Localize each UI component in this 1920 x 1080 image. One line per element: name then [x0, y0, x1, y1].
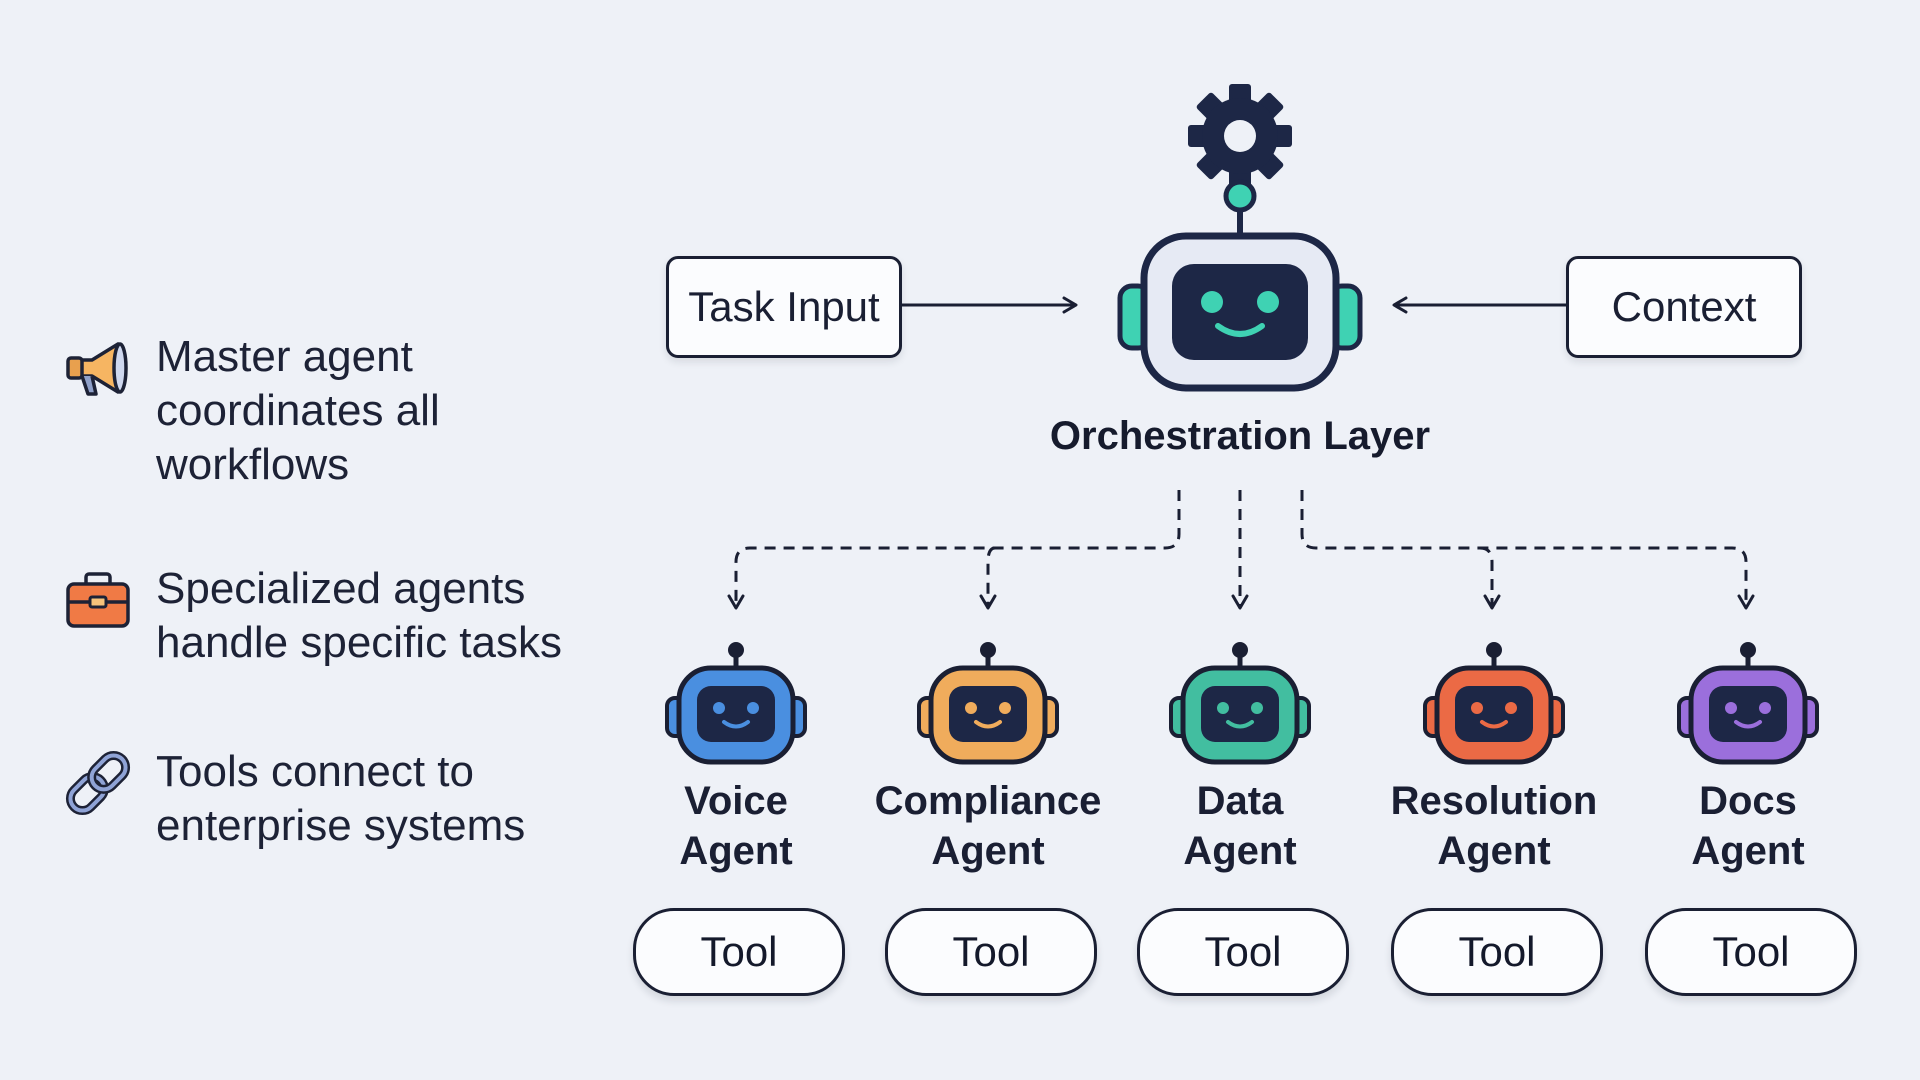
agent-data-line-2: Agent: [1183, 829, 1297, 873]
voice-agent-robot-icon: [665, 642, 807, 765]
legend-item-tools: Tools connect to enterprise systems: [62, 745, 525, 853]
tool-data-label: Tool: [1204, 928, 1282, 975]
tool-docs: Tool: [1645, 908, 1857, 996]
link-icon: [65, 750, 131, 816]
agent-docs: Docs Agent: [1618, 638, 1878, 876]
gear-icon: [1188, 84, 1292, 188]
orchestration-layer-title: Orchestration Layer: [1049, 414, 1431, 458]
agent-data-line-1: Data: [1196, 779, 1284, 823]
tool-compliance-label: Tool: [952, 928, 1030, 975]
task-input-box: Task Input: [666, 256, 902, 358]
agent-data: Data Agent: [1110, 638, 1370, 876]
dispatch-lines: [727, 490, 1755, 610]
tool-voice: Tool: [633, 908, 845, 996]
context-label: Context: [1611, 283, 1757, 330]
dispatch-branch-resolution: [1479, 546, 1501, 610]
task-input-label: Task Input: [688, 283, 880, 330]
master-robot: [1117, 84, 1363, 392]
dispatch-branch-left: [727, 490, 1181, 610]
dispatch-branch-compliance: [988, 546, 1000, 608]
legend-item-specialized: Specialized agents handle specific tasks: [62, 562, 562, 670]
data-agent-robot-icon: [1169, 642, 1311, 765]
legend-master-line-2: coordinates all: [156, 386, 440, 435]
tool-data: Tool: [1137, 908, 1349, 996]
legend-master-line-3: workflows: [156, 440, 350, 489]
agent-compliance: Compliance Agent: [858, 638, 1118, 876]
toolbox-icon: [66, 572, 130, 628]
agent-docs-line-1: Docs: [1699, 779, 1797, 823]
context-box: Context: [1566, 256, 1802, 358]
tool-resolution: Tool: [1391, 908, 1603, 996]
agent-compliance-line-2: Agent: [931, 829, 1045, 873]
legend-specialized-line-1: Specialized agents: [156, 564, 526, 613]
agent-voice-line-1: Voice: [684, 779, 788, 823]
agent-voice-line-2: Agent: [679, 829, 793, 873]
legend-master-line-1: Master agent: [156, 332, 413, 381]
agent-voice: Voice Agent: [606, 638, 866, 876]
agent-resolution: Resolution Agent: [1364, 638, 1624, 876]
agent-docs-line-2: Agent: [1691, 829, 1805, 873]
legend-item-master: Master agent coordinates all workflows: [62, 330, 440, 492]
legend-tools-line-1: Tools connect to: [156, 747, 474, 796]
resolution-agent-robot-icon: [1423, 642, 1565, 765]
legend-tools-line-2: enterprise systems: [156, 801, 526, 850]
docs-agent-robot-icon: [1677, 642, 1819, 765]
tool-voice-label: Tool: [700, 928, 778, 975]
tool-resolution-label: Tool: [1458, 928, 1536, 975]
agent-compliance-line-1: Compliance: [874, 779, 1102, 823]
tool-compliance: Tool: [885, 908, 1097, 996]
megaphone-icon: [66, 342, 128, 396]
agent-resolution-line-1: Resolution: [1390, 779, 1598, 823]
dispatch-branch-right: [1300, 490, 1755, 610]
compliance-agent-robot-icon: [917, 642, 1059, 765]
agent-resolution-line-2: Agent: [1437, 829, 1551, 873]
legend-specialized-line-2: handle specific tasks: [156, 618, 562, 667]
tool-docs-label: Tool: [1712, 928, 1790, 975]
